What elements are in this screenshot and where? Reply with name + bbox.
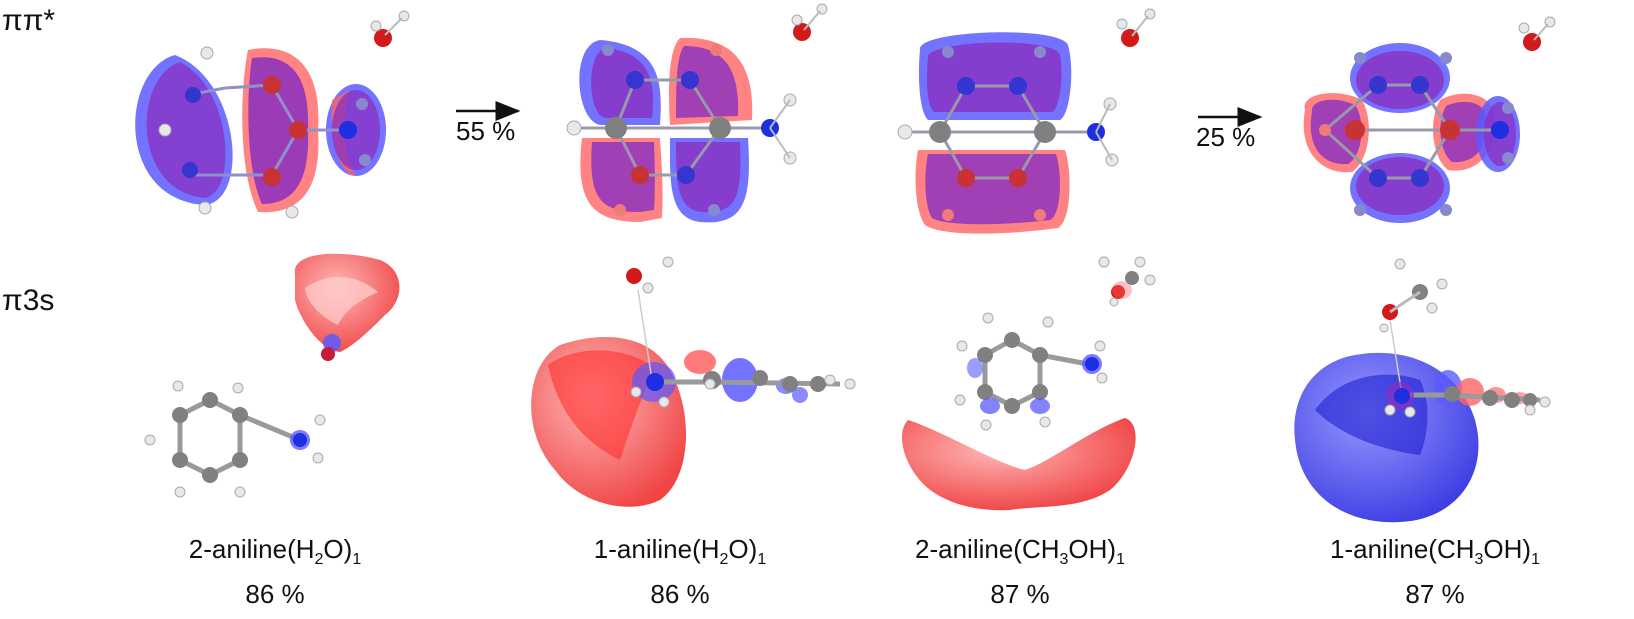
orbital-panel-2-pipi [566, 3, 828, 223]
caption-2-aniline-ch3oh: 2-aniline(CH3OH)1 87 % [870, 532, 1170, 611]
caption-name: 2-aniline(H2O)1 [188, 534, 362, 569]
orbital-panel-1-pipi [135, 10, 410, 219]
orbital-panel-3-pi3s [902, 256, 1156, 511]
orbital-panel-2-pi3s [531, 256, 856, 507]
row-label-pi3s: π3s [2, 284, 55, 317]
arrow-label-55: 55 % [456, 116, 516, 146]
caption-value: 87 % [1405, 579, 1465, 610]
caption-1-aniline-ch3oh: 1-aniline(CH3OH)1 87 % [1285, 532, 1585, 611]
caption-2-aniline-h2o: 2-aniline(H2O)1 86 % [125, 532, 425, 611]
caption-name: 1-aniline(H2O)1 [593, 534, 767, 569]
caption-value: 86 % [650, 579, 710, 610]
orbital-panel-1-pi3s [144, 253, 400, 498]
caption-name: 2-aniline(CH3OH)1 [915, 534, 1125, 569]
caption-1-aniline-h2o: 1-aniline(H2O)1 86 % [530, 532, 830, 611]
caption-value: 87 % [990, 579, 1050, 610]
orbital-panel-4-pi3s [1294, 258, 1551, 523]
row-label-pipi-star: ππ* [2, 4, 56, 37]
arrow-label-25: 25 % [1196, 122, 1256, 152]
caption-value: 86 % [245, 579, 305, 610]
orbital-panel-3-pipi [897, 8, 1156, 234]
caption-name: 1-aniline(CH3OH)1 [1330, 534, 1540, 569]
orbital-panel-4-pipi [1303, 16, 1556, 223]
